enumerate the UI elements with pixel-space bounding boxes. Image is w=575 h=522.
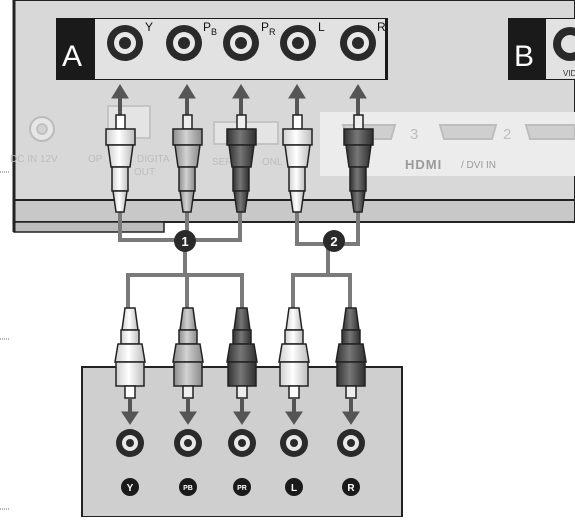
device-jack-r[interactable]	[337, 429, 365, 457]
panel-a-jack-pb[interactable]	[166, 25, 202, 61]
panel-b-letter: B	[514, 40, 534, 73]
lower-plug-r	[335, 307, 367, 399]
svg-text:2: 2	[330, 234, 337, 249]
lower-plug-l	[278, 307, 310, 399]
hdmi-port-2-label: 2	[503, 126, 511, 143]
device-jack-l[interactable]	[280, 429, 308, 457]
hdmi-dvi-label: / DVI IN	[461, 160, 496, 171]
hdmi-port-3-label: 3	[410, 126, 418, 143]
jack-label-l: L	[318, 20, 325, 34]
panel-b	[508, 18, 575, 80]
svg-text:PR: PR	[237, 485, 247, 492]
panel-a-letter: A	[62, 40, 82, 73]
svg-text:R: R	[347, 483, 355, 494]
device-label-pr: PR	[233, 478, 251, 496]
upper-plug-pr	[226, 114, 257, 213]
upper-plug-pb	[172, 114, 203, 213]
upper-plug-r	[343, 114, 374, 213]
device-jack-pb[interactable]	[174, 429, 202, 457]
optical-label-right: DIGITA	[137, 154, 170, 165]
arrows-into-panel-a	[111, 84, 367, 115]
jack-label-y: Y	[145, 20, 153, 34]
device-label-pb: PB	[179, 478, 197, 496]
lower-plug-pb	[172, 307, 204, 399]
margin-marks	[0, 171, 10, 510]
jack-label-pr-sub: R	[269, 27, 276, 37]
service-label: SER	[212, 157, 233, 168]
optical-label-left: OP	[88, 154, 103, 165]
panel-a	[56, 18, 388, 80]
cable-group-2-badge: 2	[323, 230, 345, 252]
jack-label-pb: P	[203, 20, 211, 34]
hdmi-logo: HDMI	[405, 157, 442, 172]
lower-plug-y	[114, 307, 146, 399]
panel-a-jack-l[interactable]	[280, 25, 316, 61]
svg-text:PB: PB	[183, 485, 193, 492]
device-label-l: L	[285, 478, 303, 496]
arrows-into-device	[121, 398, 360, 425]
device-jack-y[interactable]	[116, 429, 144, 457]
upper-plug-y	[105, 114, 136, 213]
jack-label-pr: P	[261, 20, 269, 34]
panel-a-jack-y[interactable]	[107, 25, 143, 61]
svg-text:1: 1	[181, 234, 188, 249]
device-jack-pr[interactable]	[228, 429, 256, 457]
jack-label-pb-sub: B	[211, 27, 217, 37]
panel-a-jack-pr[interactable]	[223, 25, 259, 61]
service-suffix: ONL	[262, 157, 283, 168]
svg-text:L: L	[291, 483, 297, 494]
lower-plug-pr	[226, 307, 258, 399]
device-label-r: R	[342, 478, 360, 496]
panel-a-jack-r[interactable]	[340, 25, 376, 61]
optical-out-label: OUT	[134, 167, 155, 178]
device-label-y: Y	[121, 478, 139, 496]
upper-plug-l	[282, 114, 313, 213]
panel-b-label: VID	[563, 69, 575, 78]
dc-in-jack	[29, 116, 55, 142]
cable-group-1-badge: 1	[174, 230, 196, 252]
svg-text:Y: Y	[127, 483, 134, 494]
jack-label-r: R	[377, 20, 386, 34]
dc-in-label: DC IN 12V	[10, 154, 58, 165]
